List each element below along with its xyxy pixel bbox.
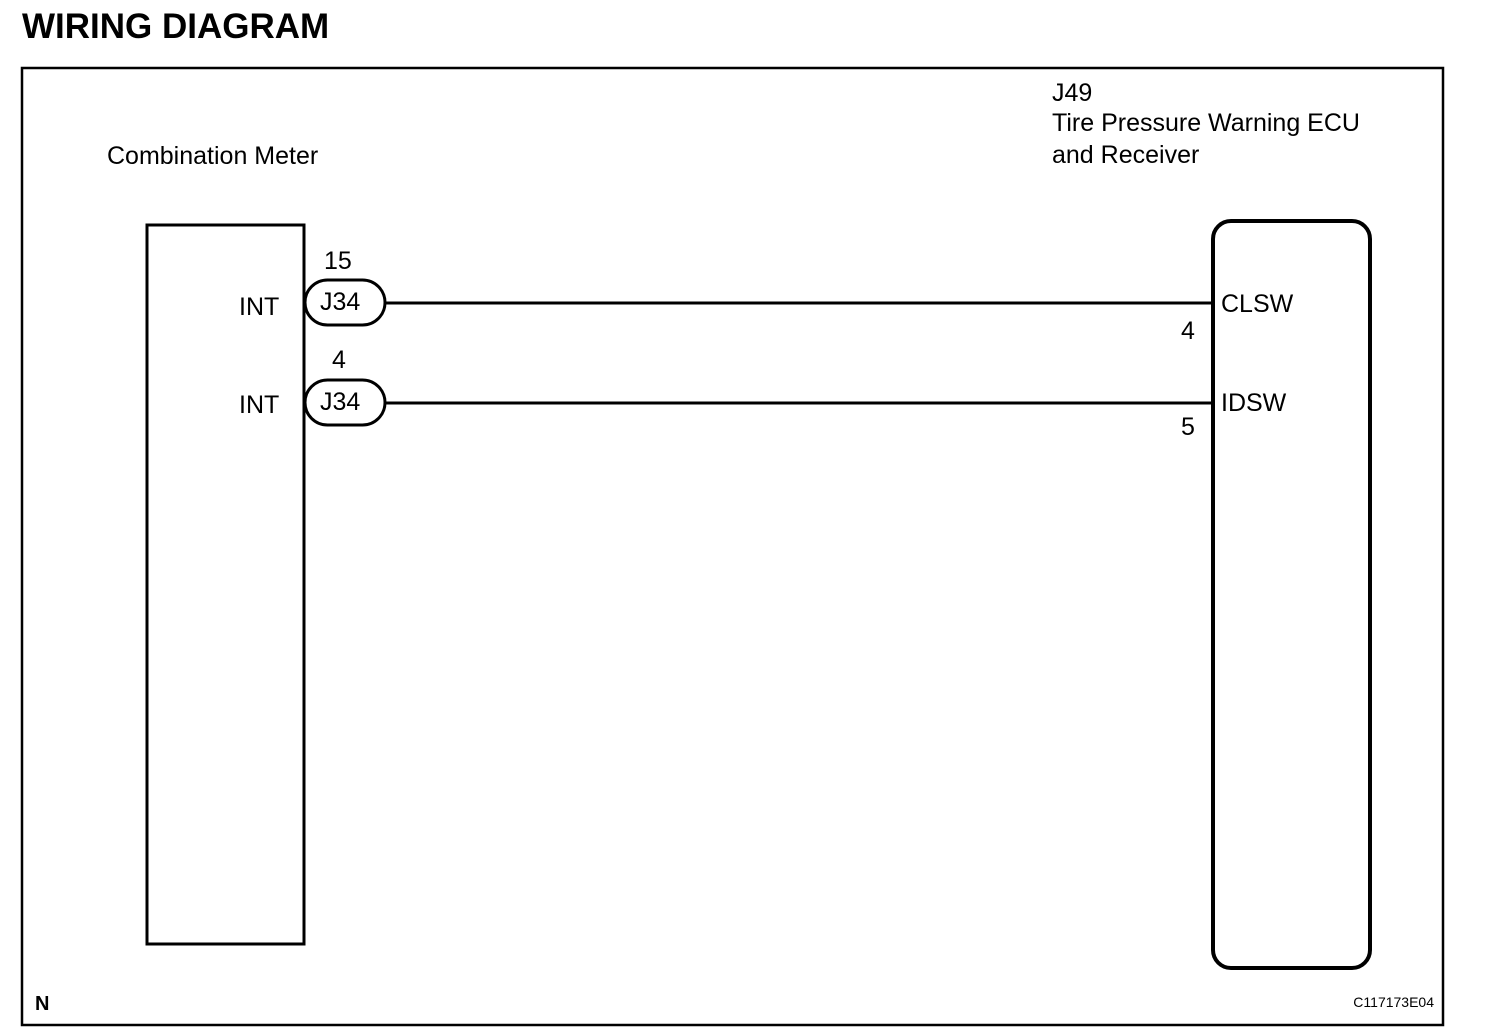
left-pin-1-signal: INT [239,293,279,321]
right-connector-code: J49 [1052,79,1092,107]
page-title: WIRING DIAGRAM [22,7,330,46]
tire-pressure-ecu-box [1211,219,1372,970]
left-pin-2-connector: J34 [320,388,360,416]
left-pin-2-signal: INT [239,391,279,419]
right-pin-2-number: 5 [1181,413,1195,441]
footer-left-mark: N [35,993,49,1015]
right-component-name-line1: Tire Pressure Warning ECU [1052,109,1360,137]
left-pin-2-number: 4 [332,346,346,374]
diagram-frame [20,66,1445,1027]
left-pin-1-connector: J34 [320,288,360,316]
figure-code: C117173E04 [1353,994,1434,1010]
combination-meter-label: Combination Meter [107,142,318,170]
right-component-name-line2: and Receiver [1052,141,1199,169]
right-pin-2-signal: IDSW [1221,389,1287,417]
left-pin-1-number: 15 [324,247,352,275]
combination-meter-box [145,223,306,946]
right-pin-1-signal: CLSW [1221,290,1294,318]
right-pin-1-number: 4 [1181,317,1195,345]
